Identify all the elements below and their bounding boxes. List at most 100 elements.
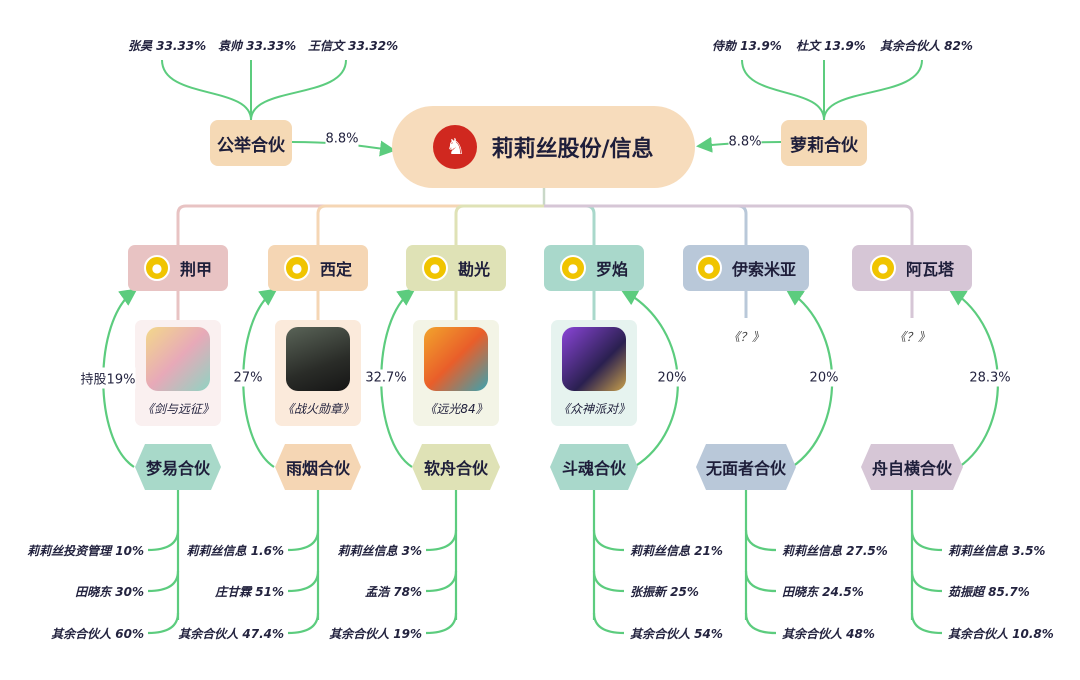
center-title: 莉莉丝股份/信息 — [491, 137, 654, 162]
game-name: 《战火勋章》 — [281, 402, 354, 416]
company-node: ●西定 — [268, 245, 368, 291]
connector — [287, 612, 320, 635]
company-node: ●伊索米亚 — [683, 245, 809, 291]
company-name: 勘光 — [457, 260, 490, 279]
game-card: 《众神派对》 — [551, 320, 637, 426]
company-name: 罗焰 — [595, 260, 628, 279]
left-holder: 张昊 33.33% — [128, 39, 207, 53]
game-name: 《众神派对》 — [557, 402, 630, 416]
right-partner-node: 萝莉合伙 — [781, 120, 867, 166]
game-card: 《战火勋章》 — [275, 320, 361, 426]
left-holder: 袁帅 33.33% — [218, 39, 297, 53]
connector — [176, 204, 544, 245]
company-node: ● 阿瓦塔 — [852, 245, 972, 291]
game-icon — [146, 327, 210, 391]
left-holder: 王信文 33.32% — [308, 39, 399, 53]
connector — [147, 529, 180, 552]
left-partner-pct: 8.8% — [325, 130, 359, 148]
right-holder: 杜文 13.9% — [796, 39, 866, 53]
shareholder: 莉莉丝信息 1.6% — [186, 544, 284, 558]
company-node: ●荆甲 — [128, 245, 228, 291]
shareholder: 茹振超 85.7% — [948, 585, 1030, 599]
shareholder: 莉莉丝投资管理 10% — [27, 544, 144, 558]
connector — [544, 204, 748, 245]
stake-pct: 20% — [657, 369, 687, 387]
shareholder: 莉莉丝信息 27.5% — [782, 544, 888, 558]
lilith-logo-icon: ♞ — [433, 125, 478, 169]
connector — [910, 529, 943, 552]
partner-node: 雨烟合伙 — [275, 444, 361, 490]
shareholder: 庄甘霖 51% — [215, 585, 284, 599]
game-icon — [286, 327, 350, 391]
shareholder: 田晓东 24.5% — [782, 585, 864, 599]
shareholder: 其余合伙人 48% — [782, 627, 875, 641]
game-name: 《？》 — [893, 330, 931, 344]
shareholder: 张振新 25% — [630, 585, 699, 599]
right-partner-name: 萝莉合伙 — [790, 135, 858, 156]
company-node: ● 勘光 — [406, 245, 506, 291]
game-name: 《剑与远征》 — [141, 402, 214, 416]
shareholder: 其余合伙人 47.4% — [178, 627, 284, 641]
connector — [287, 529, 320, 552]
game-icon — [424, 327, 488, 391]
stake-pct: 20% — [809, 369, 839, 387]
shareholder: 其余合伙人 10.8% — [948, 627, 1054, 641]
gamepad-icon: ● — [869, 255, 896, 281]
gamepad-icon: ● — [421, 255, 448, 281]
game-name: 《？》 — [727, 330, 765, 344]
game-card: 《剑与远征》 — [135, 320, 221, 426]
company-name: 阿瓦塔 — [905, 260, 954, 279]
stake-pct: 27% — [233, 369, 263, 387]
gamepad-icon: ● — [559, 255, 586, 281]
connector — [592, 570, 625, 593]
connector — [592, 612, 625, 635]
partner-name: 软舟合伙 — [423, 459, 488, 478]
partner-name: 无面者合伙 — [705, 459, 786, 478]
shareholder: 莉莉丝信息 3% — [337, 544, 422, 558]
connector — [454, 204, 544, 245]
stake-pct: 28.3% — [969, 369, 1011, 387]
connector — [744, 612, 777, 635]
partner-name: 舟自横合伙 — [871, 459, 952, 478]
connector — [147, 612, 180, 635]
connector — [744, 570, 777, 593]
right-holder: 其余合伙人 82% — [880, 39, 973, 53]
connector — [544, 204, 596, 245]
connector — [250, 59, 347, 121]
partner-node: 舟自横合伙 — [861, 444, 963, 490]
partner-node: 软舟合伙 — [412, 444, 500, 490]
shareholder: 莉莉丝信息 3.5% — [948, 544, 1046, 558]
connector — [592, 529, 625, 552]
gamepad-icon: ● — [143, 255, 170, 281]
partner-name: 斗魂合伙 — [561, 459, 626, 478]
game-name: 《远光84》 — [424, 402, 488, 416]
partner-node: 无面者合伙 — [696, 444, 796, 490]
connector — [425, 529, 458, 552]
left-partner-name: 公举合伙 — [217, 135, 285, 156]
center-node: ♞ 莉莉丝股份/信息 — [392, 106, 695, 188]
connector — [823, 59, 923, 121]
partner-name: 梦易合伙 — [145, 459, 210, 478]
right-holder: 侍勍 13.9% — [712, 39, 782, 53]
connector — [910, 570, 943, 593]
stake-pct: 持股19% — [80, 367, 136, 389]
partner-name: 雨烟合伙 — [285, 459, 350, 478]
connector — [316, 204, 544, 245]
connector — [425, 570, 458, 593]
connector — [544, 204, 914, 245]
connector — [744, 529, 777, 552]
connector — [425, 612, 458, 635]
partner-node: 斗魂合伙 — [550, 444, 638, 490]
shareholder: 田晓东 30% — [75, 585, 144, 599]
gamepad-icon: ● — [283, 255, 310, 281]
shareholder: 孟浩 78% — [365, 585, 422, 599]
company-node: ● 罗焰 — [544, 245, 644, 291]
shareholder: 其余合伙人 19% — [329, 627, 422, 641]
left-partner-node: 公举合伙 — [210, 120, 292, 166]
shareholder: 其余合伙人 54% — [630, 627, 723, 641]
gamepad-icon: ● — [695, 255, 722, 281]
game-card: 《远光84》 — [413, 320, 499, 426]
partner-node: 梦易合伙 — [135, 444, 221, 490]
right-partner-pct: 8.8% — [728, 133, 762, 151]
stake-pct: 32.7% — [365, 369, 407, 387]
